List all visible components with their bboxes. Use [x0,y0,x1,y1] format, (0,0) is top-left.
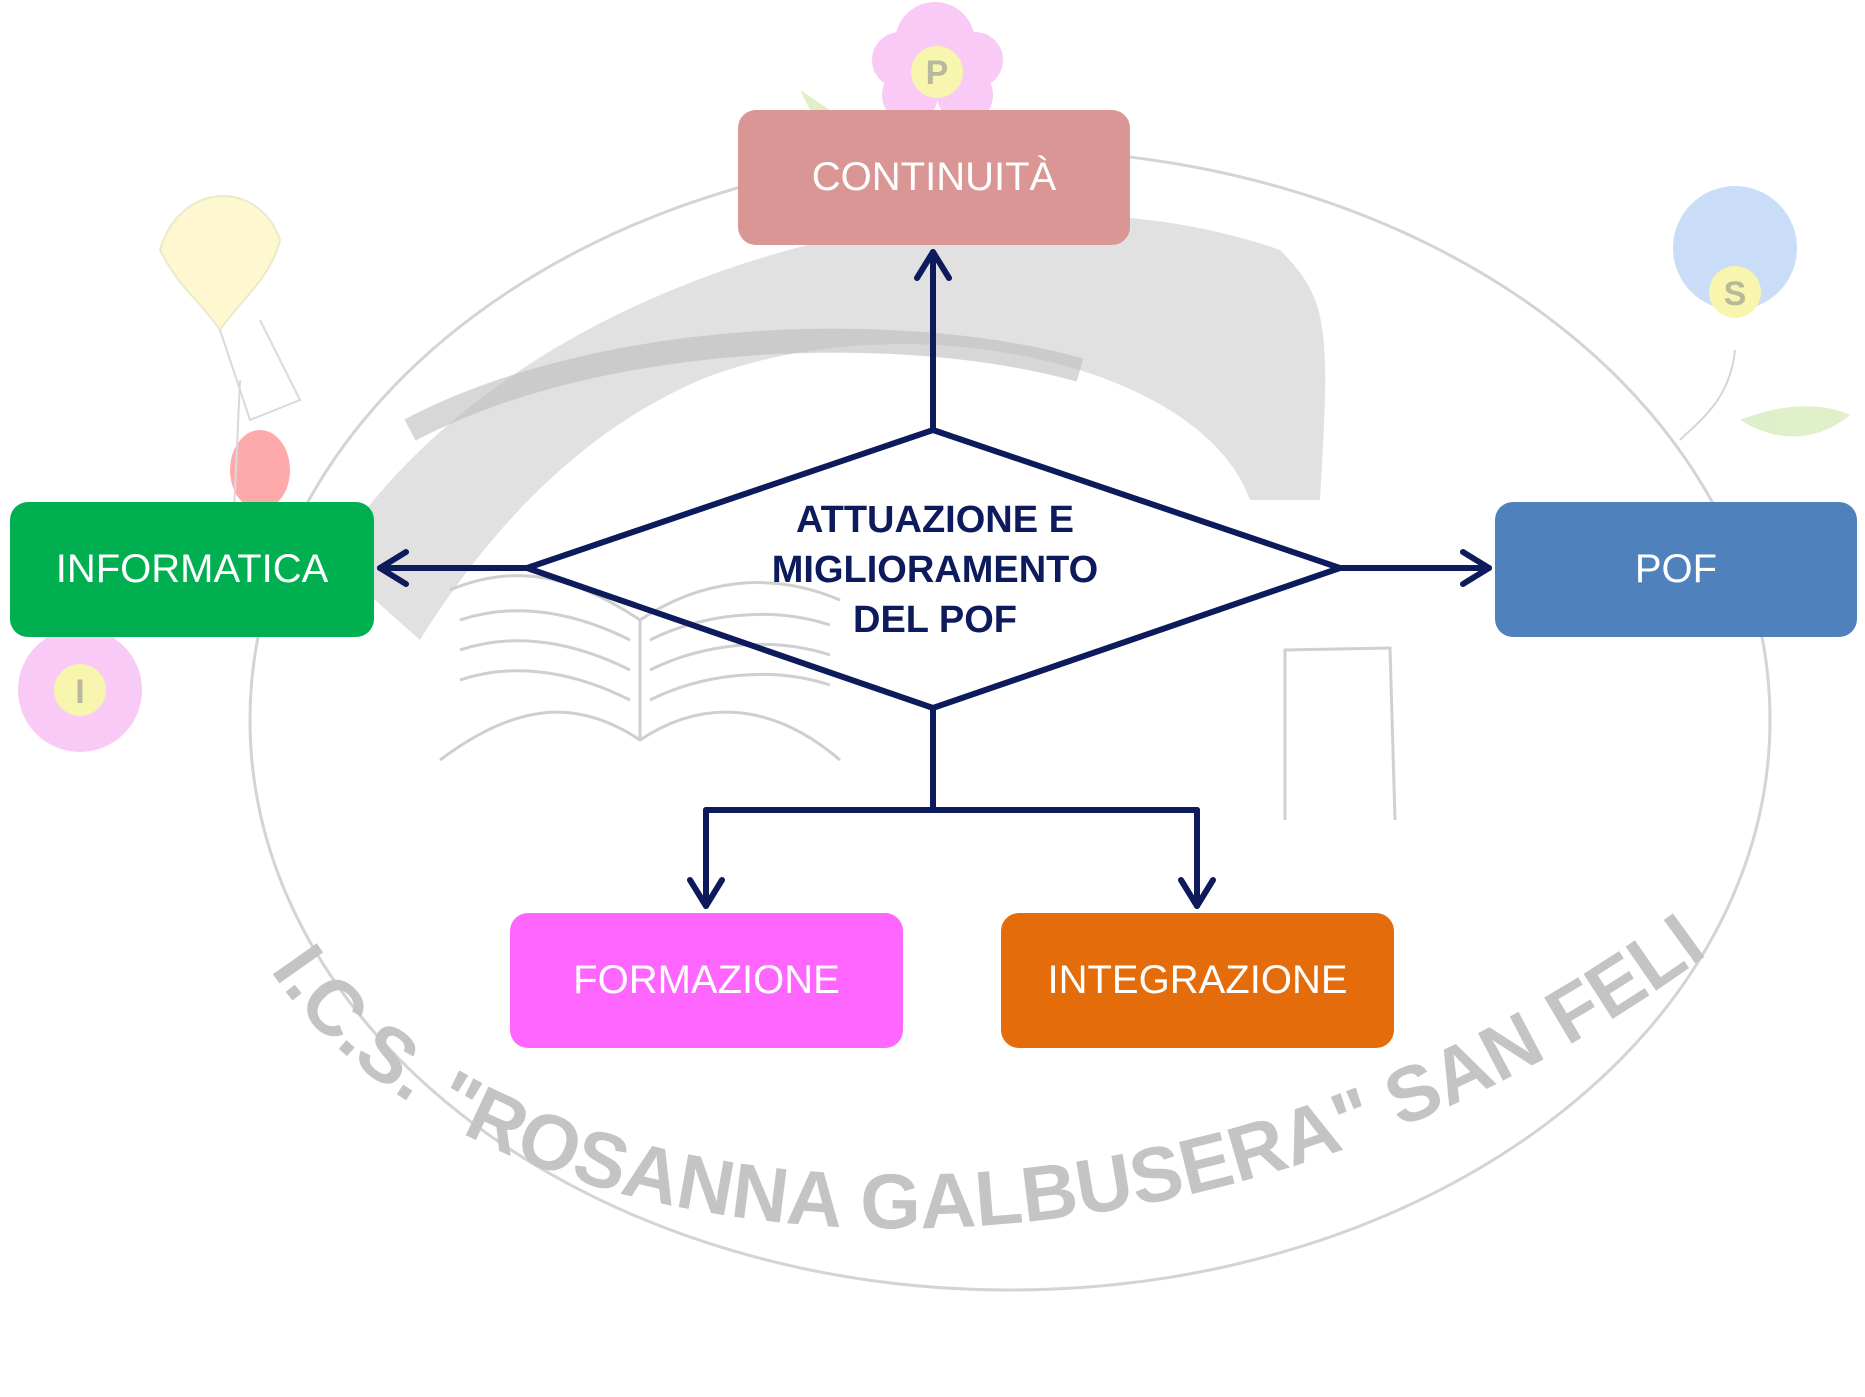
center-label-line-3: DEL POF [853,599,1017,641]
node-continuita-label: CONTINUITÀ [811,155,1057,199]
arrowhead-formazione [687,877,725,909]
building-outline [1283,646,1397,821]
node-integrazione[interactable]: INTEGRAZIONE [1001,913,1394,1048]
arrowhead-continuita [914,249,952,281]
flower-p-letter: P [926,54,949,92]
node-pof-label: POF [1634,547,1718,591]
arrowhead-pof [1460,549,1492,587]
center-label-line-1: ATTUAZIONE E [796,499,1074,541]
flower-i-icon: I [18,628,142,752]
flower-i-letter: I [75,673,84,711]
center-label-line-2: MIGLIORAMENTO [771,549,1099,591]
arrowhead-informatica [377,549,409,587]
node-pof[interactable]: POF [1495,502,1857,637]
center-decision-label: ATTUAZIONE E MIGLIORAMENTO DEL POF [700,495,1170,645]
node-formazione[interactable]: FORMAZIONE [510,913,903,1048]
flower-s-icon: S [1673,186,1850,441]
node-informatica-label: INFORMATICA [55,547,329,591]
arrowhead-integrazione [1178,877,1216,909]
node-continuita[interactable]: CONTINUITÀ [738,110,1130,245]
connector-arrows [377,249,1492,909]
logo-arch [330,214,1326,640]
node-integrazione-label: INTEGRAZIONE [1047,958,1348,1002]
flower-s-letter: S [1724,275,1747,313]
node-formazione-label: FORMAZIONE [573,958,840,1002]
node-informatica[interactable]: INFORMATICA [10,502,374,637]
